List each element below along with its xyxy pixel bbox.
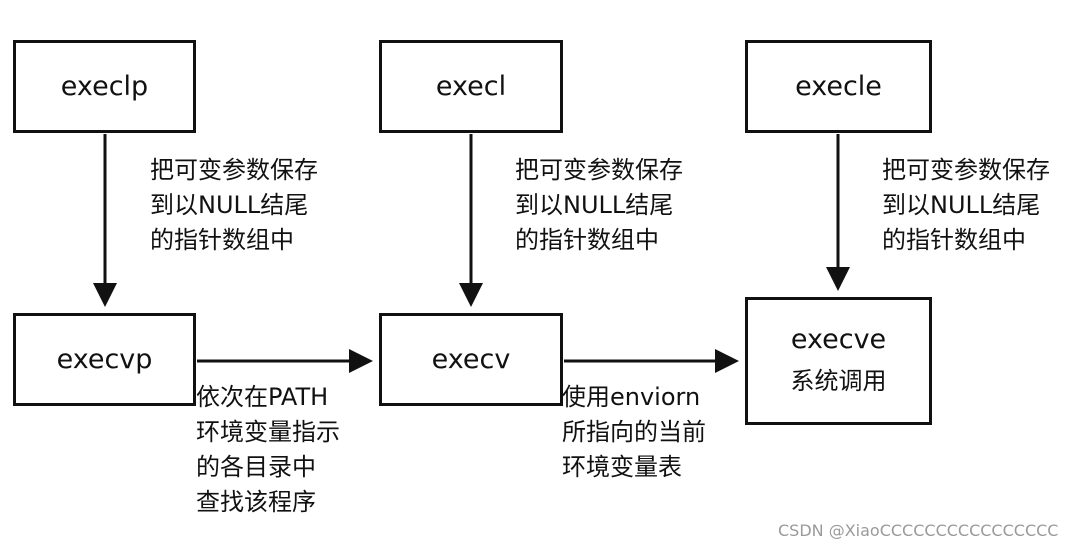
note-execlp-save-args: 把可变参数保存 到以NULL结尾 的指针数组中 [150, 156, 318, 254]
node-execlp-label: execlp [60, 71, 149, 102]
node-execve-label: execve [790, 324, 887, 355]
node-execvp: execvp [13, 313, 196, 406]
node-execl: execl [379, 40, 563, 133]
node-execvp-label: execvp [56, 344, 153, 375]
note-execle-save-args: 把可变参数保存 到以NULL结尾 的指针数组中 [882, 156, 1050, 254]
watermark: CSDN @XiaoCCCCCCCCCCCCCCCC [778, 521, 1059, 540]
node-execve-sublabel: 系统调用 [790, 367, 887, 395]
note-use-environ: 使用enviorn 所指向的当前 环境变量表 [562, 383, 706, 481]
node-execlp: execlp [13, 40, 196, 133]
note-execl-save-args: 把可变参数保存 到以NULL结尾 的指针数组中 [515, 156, 683, 254]
note-path-search: 依次在PATH 环境变量指示 的各目录中 查找该程序 [196, 383, 340, 516]
node-execve: execve 系统调用 [745, 297, 932, 425]
node-execl-label: execl [435, 71, 507, 102]
node-execv-label: execv [431, 344, 511, 375]
node-execv: execv [379, 313, 563, 406]
node-execle-label: execle [795, 71, 882, 102]
node-execle: execle [745, 40, 932, 133]
